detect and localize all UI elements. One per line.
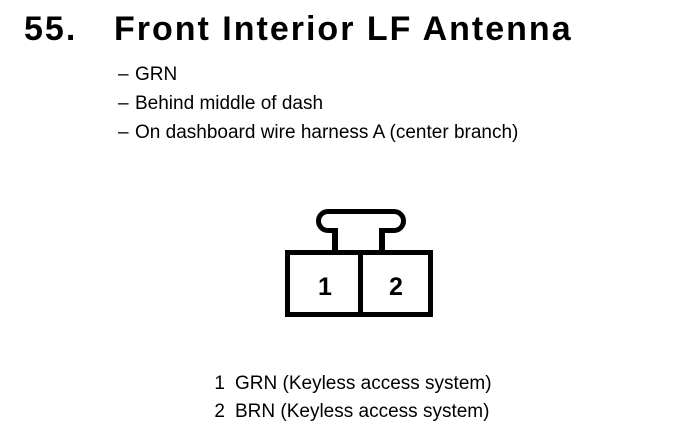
bullet-text-harness: On dashboard wire harness A (center bran… (135, 122, 519, 143)
list-item: – On dashboard wire harness A (center br… (118, 118, 518, 147)
bullet-marker: – (118, 64, 129, 85)
legend-pin-number: 1 (214, 373, 225, 394)
page-title: Front Interior LF Antenna (114, 10, 573, 48)
legend-pin-label: BRN (Keyless access system) (235, 401, 490, 422)
legend-pin-number: 2 (214, 401, 225, 422)
pin-2-label: 2 (389, 273, 403, 301)
list-item: – GRN (118, 60, 518, 89)
pin-1-label: 1 (318, 273, 332, 301)
connector-latch-opening (338, 226, 379, 236)
legend-row: 2 BRN (Keyless access system) (213, 398, 492, 426)
bullet-marker: – (118, 122, 129, 143)
bullet-marker: – (118, 93, 129, 114)
legend-pin-label: GRN (Keyless access system) (235, 373, 492, 394)
legend-row: 1 GRN (Keyless access system) (213, 370, 492, 398)
connector-diagram: 1 2 (285, 209, 433, 317)
bullet-text-wire-color: GRN (135, 64, 178, 85)
bullet-text-location: Behind middle of dash (135, 93, 324, 114)
detail-list: – GRN – Behind middle of dash – On dashb… (118, 60, 518, 147)
section-heading: 55. Front Interior LF Antenna (24, 12, 573, 46)
list-item: – Behind middle of dash (118, 89, 518, 118)
item-number: 55. (24, 10, 78, 48)
pin-legend: 1 GRN (Keyless access system) 2 BRN (Key… (213, 370, 492, 426)
